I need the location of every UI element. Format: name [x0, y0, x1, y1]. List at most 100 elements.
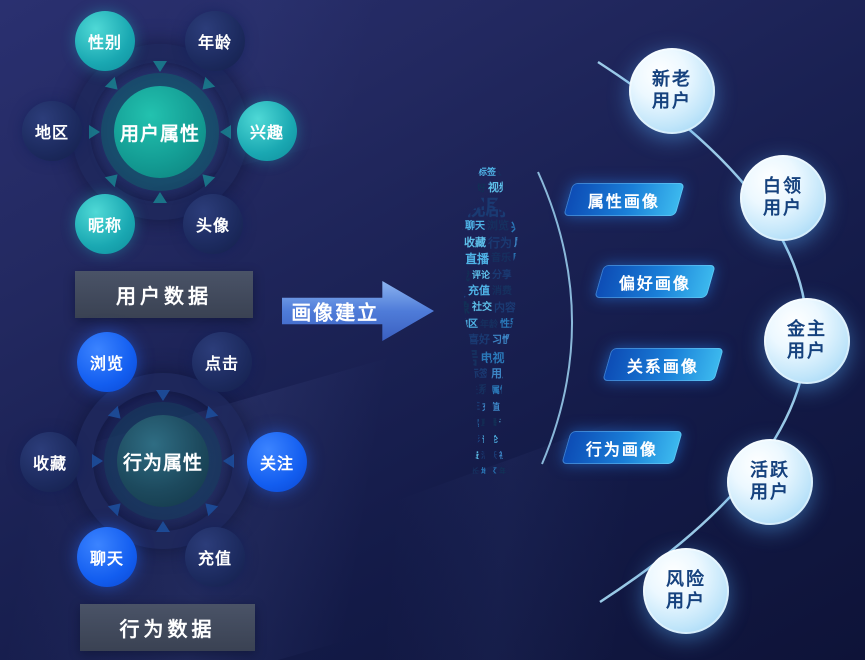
wordcloud-word: 画像: [498, 166, 518, 178]
wordcloud-word: 特征: [513, 335, 532, 346]
user-type-line1: 白领: [763, 176, 803, 197]
wordcloud-word: 音乐: [491, 253, 511, 265]
profile-tag-label: 行为画像: [585, 441, 658, 459]
wordcloud-word: 兴趣: [460, 417, 479, 428]
profile-tag-label: 属性画像: [587, 193, 660, 211]
behavior-data-label: 行为数据: [80, 604, 255, 651]
wordcloud-word: 购物: [513, 252, 535, 265]
wordcloud-word: 视频: [511, 384, 532, 396]
wordcloud-word: 成功: [508, 200, 535, 216]
inward-arrow-icon: [153, 61, 167, 72]
wordcloud-word: 收藏: [463, 236, 486, 249]
user-type-line1: 活跃: [750, 460, 790, 481]
user-type-active: 活跃 用户: [727, 439, 813, 525]
wordcloud-word: 属性: [514, 236, 536, 249]
wordcloud-word: 年龄: [479, 319, 498, 330]
wordcloud-word: 搜索: [518, 434, 534, 444]
wordcloud-word: 直播: [481, 418, 497, 428]
satellite-gender: 性别: [75, 11, 135, 71]
wordcloud-word: 数据: [515, 368, 535, 380]
profile-tag-label: 关系画像: [626, 358, 699, 376]
wordcloud-word: 游戏: [443, 434, 462, 445]
wordcloud-word: 关注: [459, 401, 480, 413]
inward-arrow-icon: [156, 390, 170, 401]
satellite-recharge: 充值: [185, 527, 245, 587]
wordcloud-word: 社交: [472, 302, 492, 314]
wordcloud-word: 时长: [437, 319, 456, 330]
wordcloud-word: 充值: [481, 401, 500, 412]
wordcloud-word: 年龄: [499, 467, 515, 477]
profile-tag-preference: 偏好画像: [594, 265, 716, 298]
wordcloud-word: 行为: [446, 385, 465, 396]
satellite-interest: 兴趣: [237, 101, 297, 161]
inward-arrow-icon: [156, 521, 170, 532]
background-streak: [0, 339, 524, 660]
satellite-browse: 浏览: [77, 332, 137, 392]
wordcloud-word: 人群: [439, 352, 460, 364]
wordcloud-word: 分享: [500, 434, 516, 444]
wordcloud-word: 聊天: [439, 401, 458, 412]
wordcloud-word: 会员: [441, 284, 466, 299]
wordcloud-word: 用户: [491, 368, 513, 381]
satellite-region: 地区: [22, 101, 82, 161]
user-type-line1: 金主: [787, 319, 827, 340]
satellite-age: 年龄: [185, 11, 245, 71]
user-type-line2: 用户: [787, 341, 827, 361]
wordcloud-word: 直播: [464, 252, 489, 267]
wordcloud-word: 消费: [492, 285, 512, 297]
wordcloud-word: 地区: [481, 467, 497, 477]
wordcloud-word: 标签: [477, 167, 496, 178]
wordcloud-word: 数据: [459, 167, 476, 177]
wordcloud-word: 游戏: [445, 268, 470, 283]
profile-tag-behavior: 行为画像: [561, 431, 683, 464]
user-type-line2: 用户: [750, 482, 790, 502]
user-data-label: 用户数据: [75, 271, 253, 318]
wordcloud-word: 性别: [500, 318, 520, 330]
user-type-line2: 用户: [652, 91, 692, 111]
satellite-click: 点击: [192, 332, 252, 392]
wordcloud-word: 浏览: [520, 401, 539, 412]
wordcloud-word: 属性: [491, 385, 510, 396]
wordcloud-word: 点击: [441, 237, 462, 249]
wordcloud-word: 喜好: [467, 334, 490, 347]
wordcloud-word: 分析: [518, 302, 538, 314]
wordcloud-word: 居: [461, 348, 479, 368]
wordcloud-word: 分析: [445, 467, 461, 477]
wordcloud-word: 昵称: [522, 319, 541, 330]
wordcloud-word: 偏好: [442, 367, 467, 382]
behavior-attributes-hub: 行为属性: [117, 415, 209, 507]
wordcloud-word: 习惯: [491, 334, 512, 346]
user-type-paying: 金主 用户: [764, 298, 850, 384]
wordcloud-word: 电视剧: [480, 351, 517, 366]
wordcloud-word: 偏好: [467, 183, 486, 194]
wordcloud-word: 标签: [469, 368, 489, 380]
wordcloud-word: 浏览: [486, 220, 509, 233]
satellite-avatar: 头像: [183, 194, 243, 254]
satellite-favorite: 收藏: [20, 432, 80, 492]
wordcloud-word: 充值: [468, 285, 490, 298]
wordcloud-word: 地区: [457, 318, 478, 330]
wordcloud-word: 用户: [439, 167, 458, 178]
wordcloud-word: 消费: [463, 451, 479, 461]
user-type-new-old: 新老 用户: [629, 48, 715, 134]
wordcloud-word: 点击: [502, 402, 518, 412]
inward-arrow-icon: [89, 125, 100, 139]
wordcloud-word: 评论: [471, 270, 490, 281]
satellite-chat: 聊天: [77, 527, 137, 587]
wordcloud-word: 音乐: [499, 417, 518, 428]
wordcloud-word: 收藏: [442, 418, 459, 428]
wordcloud-word: 关系: [467, 384, 489, 397]
inward-arrow-icon: [223, 454, 234, 468]
wordcloud-word: 搜索: [514, 270, 533, 281]
user-type-line2: 用户: [666, 591, 706, 611]
wordcloud-word: 社交: [499, 451, 515, 461]
profile-build-arrow: 画像建立: [282, 281, 434, 341]
wordcloud-word: 活跃: [514, 285, 536, 298]
wordcloud-word: 画像: [439, 299, 470, 317]
wordcloud-word: 兴趣: [510, 219, 535, 234]
wordcloud-word: 性别: [517, 467, 533, 477]
wordcloud-word: 电影: [442, 253, 463, 265]
wordcloud-word: 内容: [517, 451, 533, 461]
wordcloud-word: 购物: [519, 418, 536, 428]
